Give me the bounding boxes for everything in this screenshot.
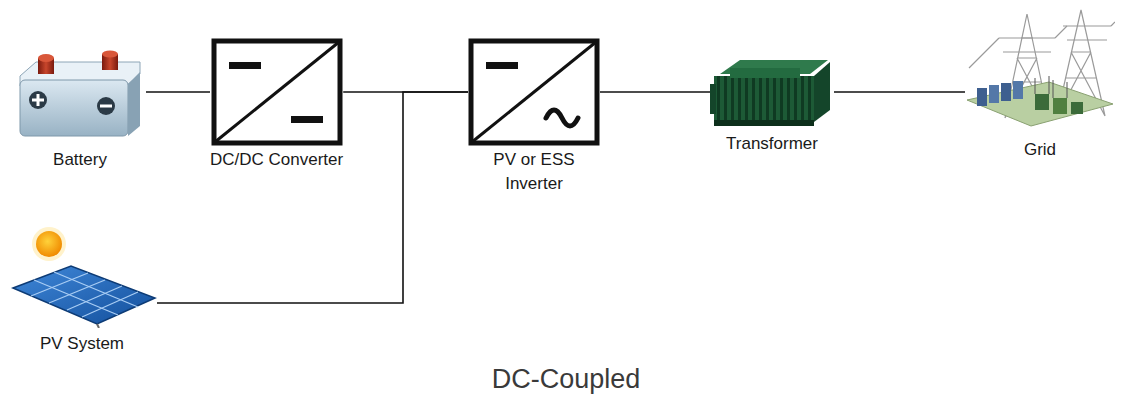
component-node: PV System (7, 224, 157, 356)
component-label: DC/DC Converter (210, 148, 343, 172)
power-connection (600, 91, 710, 93)
battery-icon (14, 50, 146, 140)
component-label: PV or ESS Inverter (469, 148, 599, 196)
diagram-caption: DC-Coupled (0, 364, 1132, 395)
power-connection (834, 91, 965, 93)
power-connection (146, 91, 210, 93)
inverter-symbol (468, 38, 600, 146)
pv-panel-icon (7, 224, 157, 328)
component-label: Transformer (726, 132, 818, 156)
component-node: Battery (14, 50, 146, 172)
component-node: Transformer (710, 54, 834, 156)
component-label: Battery (53, 148, 107, 172)
component-label: PV System (40, 332, 124, 356)
component-node: Grid (965, 8, 1115, 162)
transformer-icon (710, 54, 834, 130)
component-node: PV or ESS Inverter (468, 38, 600, 196)
component-label: Grid (1024, 138, 1056, 162)
grid-substation-icon (965, 8, 1115, 130)
component-node: DC/DC Converter (210, 38, 343, 172)
dc-dc-converter-symbol (211, 38, 343, 146)
